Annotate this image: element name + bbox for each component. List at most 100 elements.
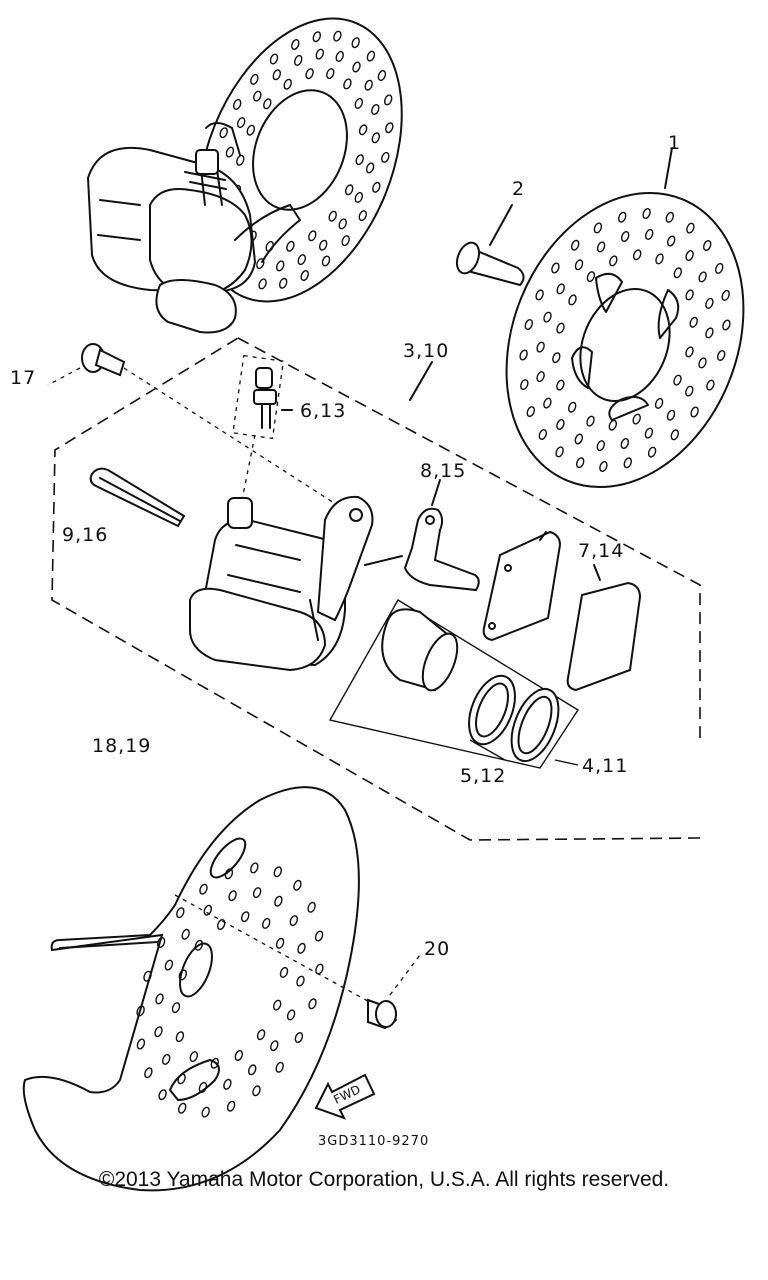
vent-hole (171, 1002, 181, 1014)
vent-hole (297, 942, 306, 954)
vent-hole (690, 406, 699, 418)
assembled-brake-caliper (86, 122, 301, 334)
vent-hole (326, 68, 335, 80)
vent-hole (296, 975, 305, 987)
vent-hole (201, 1106, 210, 1118)
vent-hole (381, 151, 390, 163)
vent-hole (315, 48, 325, 60)
callout-17: 17 (10, 367, 37, 389)
vent-hole (286, 240, 295, 252)
vent-hole (181, 928, 190, 940)
vent-hole (685, 250, 694, 261)
vent-hole (665, 211, 675, 223)
caliper-assembly-dashed-box (51, 337, 701, 841)
vent-hole (570, 239, 580, 251)
vent-hole (136, 1005, 145, 1017)
vent-hole (293, 54, 303, 66)
callout-6-13: 6,13 (300, 400, 347, 422)
vent-hole (155, 993, 164, 1005)
vent-hole (328, 210, 337, 222)
vent-hole (273, 866, 283, 878)
vent-hole (219, 127, 228, 139)
vent-hole (318, 239, 328, 251)
vent-hole (250, 73, 259, 85)
vent-hole (308, 230, 317, 242)
vent-hole (144, 1067, 153, 1079)
vent-hole (274, 895, 283, 907)
vent-hole (586, 415, 595, 427)
vent-hole (164, 959, 174, 971)
vent-hole (371, 132, 381, 144)
vent-hole (294, 1032, 304, 1043)
vent-hole (246, 124, 256, 136)
vent-hole (203, 904, 213, 916)
vent-hole (278, 277, 288, 289)
vent-hole (272, 69, 282, 81)
vent-hole (305, 68, 314, 80)
vent-hole (236, 117, 246, 129)
vent-hole (308, 998, 317, 1010)
vent-hole (620, 438, 630, 449)
vent-hole (632, 249, 642, 261)
vent-hole (702, 240, 712, 251)
vent-hole (520, 379, 529, 391)
vent-hole (698, 357, 707, 369)
vent-hole (685, 385, 694, 397)
vent-hole (655, 253, 664, 265)
vent-hole (275, 1061, 284, 1073)
vent-hole (617, 211, 627, 223)
vent-hole (289, 915, 299, 927)
vent-hole (377, 70, 387, 81)
vent-hole (673, 267, 683, 279)
vent-hole (178, 969, 188, 981)
drawing-code: 3GD3110-9270 (318, 1134, 430, 1149)
vent-hole (632, 413, 641, 425)
callout-18-19: 18,19 (92, 735, 152, 757)
vent-hole (338, 218, 347, 230)
vent-hole (176, 907, 185, 919)
vent-hole (177, 1073, 186, 1085)
vent-hole (644, 228, 654, 240)
vent-hole (236, 154, 245, 166)
vent-hole (705, 297, 714, 309)
vent-hole (293, 879, 302, 891)
vent-hole (666, 409, 676, 421)
vent-hole (385, 122, 394, 134)
vent-hole (300, 270, 309, 281)
vent-hole (156, 937, 166, 948)
vent-hole (247, 1064, 257, 1076)
callout-3-10: 3,10 (403, 340, 450, 362)
vent-hole (143, 970, 152, 982)
vent-hole (538, 429, 548, 440)
vent-hole (586, 271, 596, 283)
vent-hole (609, 255, 618, 267)
vent-hole (256, 258, 265, 270)
vent-hole (620, 231, 630, 242)
vent-hole (556, 419, 565, 430)
vent-hole (198, 1081, 208, 1093)
vent-hole (364, 79, 373, 91)
vent-hole (716, 350, 726, 361)
vent-hole (371, 104, 380, 115)
vent-hole (574, 433, 584, 445)
vent-hole (275, 937, 285, 949)
vent-hole (256, 1029, 266, 1041)
callout-2: 2 (512, 178, 526, 200)
vent-hole (352, 61, 361, 73)
vent-hole (177, 1102, 187, 1114)
vent-hole (333, 30, 342, 42)
vent-hole (234, 1050, 244, 1061)
vent-hole (654, 397, 664, 409)
vent-hole (722, 319, 731, 331)
vent-hole (689, 316, 698, 328)
vent-hole (253, 90, 262, 102)
vent-hole (225, 146, 235, 158)
vent-hole (567, 401, 577, 413)
vent-hole (261, 917, 271, 929)
vent-hole (226, 1100, 236, 1112)
vent-hole (535, 289, 544, 301)
vent-hole (270, 1040, 279, 1052)
fwd-arrow: FWD (314, 1073, 376, 1120)
vent-hole (335, 50, 344, 62)
callout-9-16: 9,16 (62, 524, 109, 546)
